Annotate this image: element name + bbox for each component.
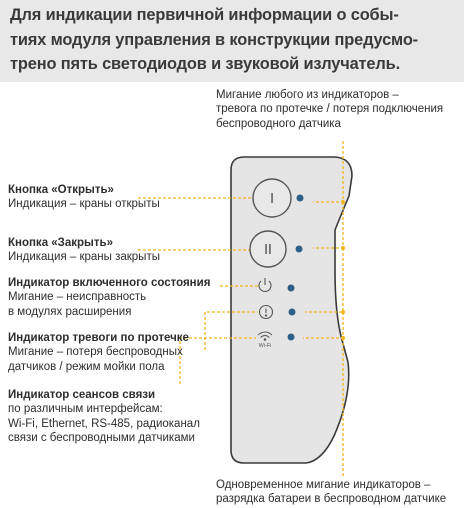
label-leak-indicator-title: Индикатор тревоги по протечке <box>8 332 189 344</box>
bottom-right-note-line-2: разрядка батареи в беспроводном датчике <box>216 493 447 506</box>
label-open-button-line-1: Индикация – краны открыты <box>8 198 160 211</box>
close-button-glyph: II <box>264 243 272 258</box>
leak-led <box>288 308 296 316</box>
top-right-note-line-3: беспроводного датчика <box>216 117 341 130</box>
connector-dot <box>341 246 345 250</box>
connector-dot <box>341 336 345 340</box>
session-led <box>287 333 295 341</box>
open-button[interactable] <box>252 178 292 218</box>
header-band <box>0 0 464 82</box>
top-right-note-line-1: Мигание любого из индикаторов – <box>216 89 399 101</box>
label-leak-indicator-line-2: датчиков / режим мойки пола <box>8 360 165 373</box>
label-power-indicator-title: Индикатор включенного состояния <box>8 277 211 289</box>
wifi-caption: Wi-Fi <box>259 343 272 349</box>
label-power-indicator-line-2: в модулях расширения <box>8 305 132 318</box>
label-close-button: Кнопка «Закрыть» Индикация – краны закры… <box>8 236 160 265</box>
top-right-note-line-2: тревога по протечке / потеря подключения <box>216 103 444 116</box>
wifi-icon <box>257 331 273 341</box>
power-led <box>287 284 295 292</box>
label-open-button-title: Кнопка «Открыть» <box>8 184 114 196</box>
connector-dot <box>341 310 345 314</box>
label-session-indicator: Индикатор сеансов связи по различным инт… <box>8 388 200 446</box>
header-line-1: Для индикации первичной информации о соб… <box>10 6 399 24</box>
bottom-right-note: Одновременное мигание индикаторов – разр… <box>216 478 446 507</box>
label-open-button: Кнопка «Открыть» Индикация – краны откры… <box>8 183 160 212</box>
open-button-glyph: I <box>270 192 274 207</box>
power-icon <box>258 278 272 292</box>
open-led <box>296 194 304 202</box>
label-power-indicator: Индикатор включенного состояния Мигание … <box>8 276 210 319</box>
close-button[interactable] <box>249 230 287 268</box>
bottom-right-note-line-1: Одновременное мигание индикаторов – <box>216 479 431 491</box>
label-session-indicator-line-1: по различным интерфейсам: <box>8 403 163 416</box>
header-text: Для индикации первичной информации о соб… <box>10 3 458 77</box>
leak-alarm-icon <box>258 304 274 320</box>
header-line-2: тиях модуля управления в конструкции пре… <box>10 30 418 49</box>
label-leak-indicator-line-1: Мигание – потеря беспроводных <box>8 346 183 359</box>
label-close-button-line-1: Индикация – краны закрыты <box>8 251 160 264</box>
label-close-button-title: Кнопка «Закрыть» <box>8 237 113 249</box>
connector-session-indicator <box>179 337 256 384</box>
label-power-indicator-line-1: Мигание – неисправность <box>8 291 147 304</box>
connector-leak-indicator <box>204 311 258 350</box>
close-led <box>295 245 303 253</box>
connector-top-right-to-leak <box>305 248 344 313</box>
label-session-indicator-line-2: Wi-Fi, Ethernet, RS-485, радиоканал <box>8 417 200 430</box>
label-leak-indicator: Индикатор тревоги по протечке Мигание – … <box>8 331 189 374</box>
label-session-indicator-title: Индикатор сеансов связи <box>8 389 156 401</box>
header-line-3: трено пять светодиодов и звуковой излуча… <box>10 55 400 73</box>
label-session-indicator-line-3: связи с беспроводными датчиками <box>8 432 195 445</box>
connector-dot <box>341 200 345 204</box>
top-right-note: Мигание любого из индикаторов – тревога … <box>216 88 443 131</box>
